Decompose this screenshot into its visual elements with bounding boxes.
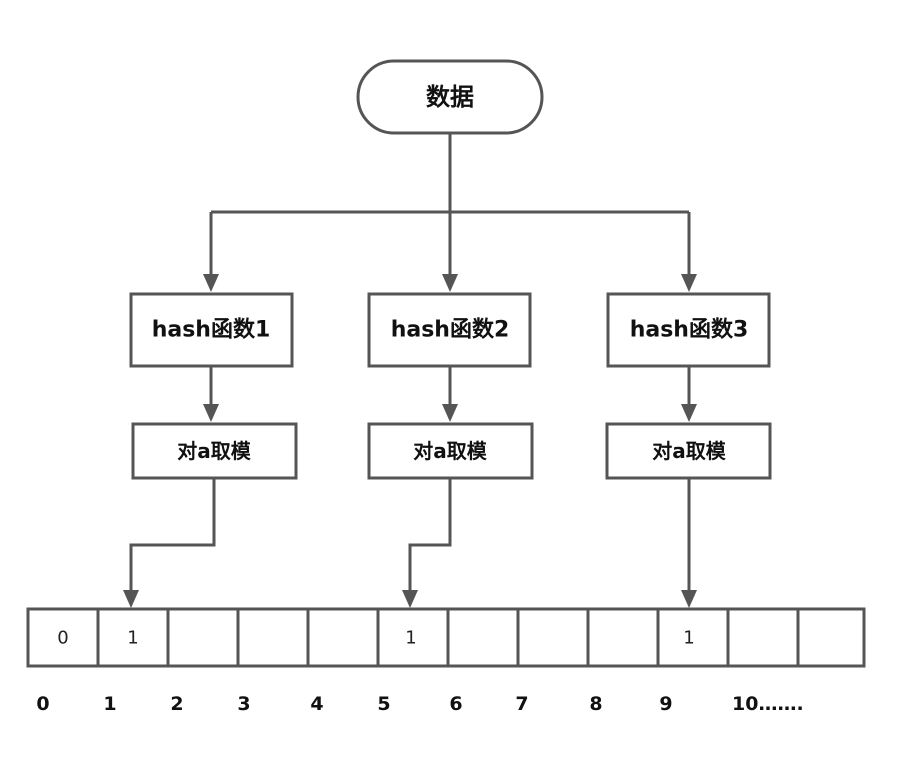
- index-label: 8: [589, 693, 602, 715]
- bit-cell: [796, 607, 866, 668]
- hash-function-2: hash函数2: [367, 292, 532, 368]
- hash-function-3: hash函数3: [606, 292, 771, 368]
- index-label: 7: [515, 693, 528, 715]
- bit-cell: [586, 607, 660, 668]
- arrowhead: [681, 404, 697, 422]
- connectors: [129, 133, 691, 590]
- index-label: 0: [36, 693, 49, 715]
- arrowhead: [442, 274, 458, 292]
- bit-cell: [166, 607, 240, 668]
- hash-function-label: hash函数3: [630, 317, 749, 343]
- bit-cell: [516, 607, 590, 668]
- arrowheads: [123, 274, 697, 608]
- bit-value: 0: [57, 628, 68, 649]
- arrowhead: [681, 274, 697, 292]
- index-labels: 0 1 2 3 4 5 6 7 8 9 10…….: [36, 693, 803, 715]
- arrowhead: [123, 590, 139, 608]
- bit-cell: [446, 607, 520, 668]
- index-label: 5: [377, 693, 390, 715]
- hash-function-label: hash函数1: [152, 317, 271, 343]
- hash-function-1: hash函数1: [129, 292, 294, 368]
- mod-label: 对a取模: [413, 439, 487, 463]
- index-label: 1: [103, 693, 116, 715]
- index-label: 10…….: [732, 693, 804, 715]
- arrowhead: [402, 590, 418, 608]
- bit-value: 1: [127, 628, 138, 649]
- start-label: 数据: [426, 83, 474, 111]
- bit-cell: [306, 607, 380, 668]
- mod-label: 对a取模: [177, 439, 251, 463]
- mod-box-1: 对a取模: [131, 422, 298, 480]
- mod-label: 对a取模: [652, 439, 726, 463]
- bit-cell: [236, 607, 310, 668]
- bit-array: 0 1 1 1: [26, 607, 866, 668]
- bit-cell: [726, 607, 800, 668]
- mod-box-3: 对a取模: [605, 422, 772, 480]
- arrowhead: [681, 590, 697, 608]
- arrowhead: [203, 274, 219, 292]
- bit-cell: [96, 607, 170, 668]
- arrowhead: [442, 404, 458, 422]
- index-label: 3: [237, 693, 250, 715]
- arrowhead: [203, 404, 219, 422]
- bit-value: 1: [683, 628, 694, 649]
- index-label: 6: [449, 693, 462, 715]
- bit-value: 1: [405, 628, 416, 649]
- index-label: 4: [310, 693, 323, 715]
- hash-function-label: hash函数2: [391, 317, 510, 343]
- index-label: 2: [170, 693, 183, 715]
- mod-box-2: 对a取模: [367, 422, 534, 480]
- bit-cell: [26, 607, 100, 668]
- start-node: 数据: [356, 59, 544, 135]
- index-label: 9: [659, 693, 672, 715]
